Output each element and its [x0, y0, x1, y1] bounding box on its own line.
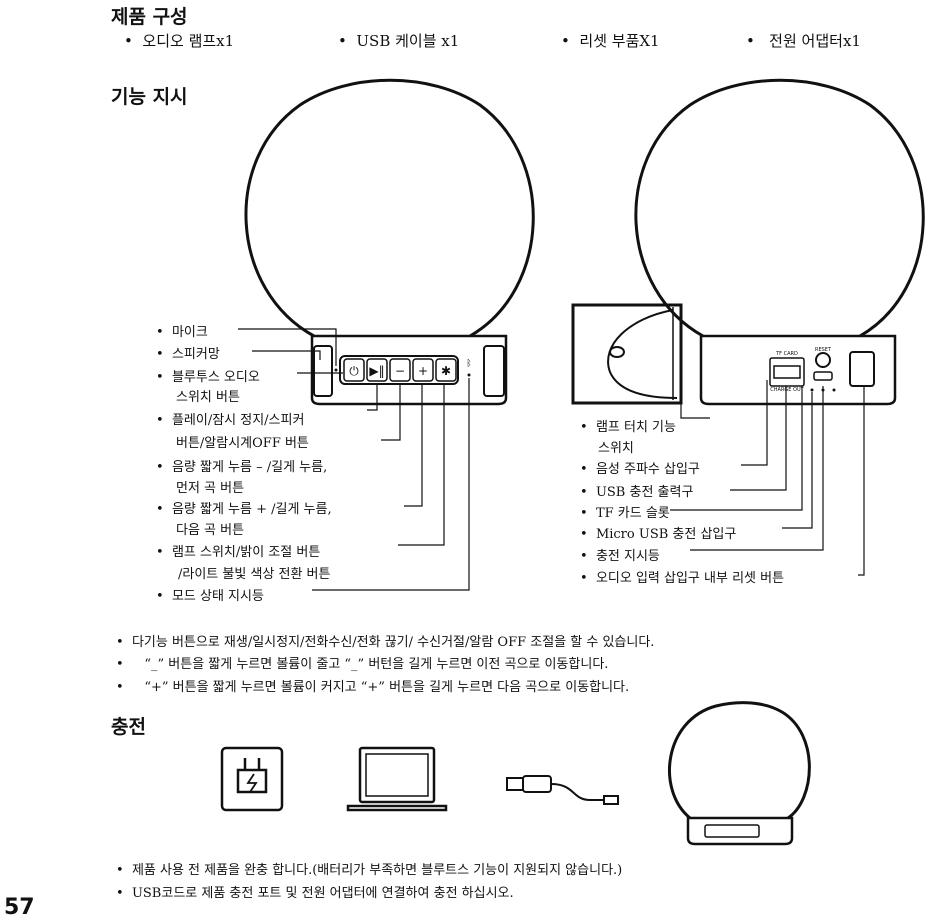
laptop-illustration: [346, 746, 448, 812]
front-button-glyphs: ⏻ ▶‖ − + ✱: [349, 364, 451, 378]
components-title: 제품 구성: [111, 6, 188, 28]
component-item: • 오디오 램프x1: [124, 32, 235, 50]
mic-dot: [334, 368, 338, 372]
right-leader-lines: [670, 372, 865, 576]
power-icon: ⏻: [349, 364, 359, 378]
label-speaker-grille: • 스피커망: [156, 347, 220, 362]
label-bluetooth-switch: • 블루투스 오디오: [156, 370, 260, 385]
label-mode-indicator: • 모드 상태 지시등: [156, 589, 264, 604]
usb-cable-illustration: [506, 775, 619, 805]
plus-icon: +: [418, 364, 428, 378]
component-item: • USB 케이블 x1: [338, 32, 460, 50]
reset-port-label: RESET: [815, 347, 832, 353]
left-leader-lines: [238, 328, 470, 591]
charging-note: • 제품 사용 전 제품을 완충 합니다.(배터리가 부족하면 블루트스 기능이…: [116, 863, 623, 878]
function-note: • 다기능 버튼으로 재생/일시정지/전화수신/전화 끊기/ 수신거절/알람 O…: [116, 635, 655, 650]
tf-card-port-label: TF CARD: [775, 351, 798, 357]
mode-indicator-dot: [467, 373, 471, 377]
label-touch-switch-2: 스위치: [598, 441, 634, 456]
label-reset-button: • 오디오 입력 삽입구 내부 리셋 버튼: [580, 571, 785, 586]
charge-out-port-label: CHARGE OUT: [770, 387, 804, 393]
label-volume-plus-2: 다음 곡 버튼: [176, 523, 245, 538]
label-volume-plus: • 음량 짧게 누름 + /길게 누름,: [156, 502, 332, 517]
label-tf-slot: • TF 카드 슬롯: [580, 506, 670, 521]
charging-note: • USB코드로 제품 충전 포트 및 전원 어댑터에 연결하여 충전 하십시오…: [116, 886, 514, 901]
label-lamp-switch-2: /라이트 불빛 색상 전환 버튼: [178, 567, 331, 582]
label-touch-switch: • 램프 터치 기능: [580, 420, 676, 435]
label-micro-usb: • Micro USB 충전 삽입구: [580, 527, 737, 542]
label-play-pause: • 플레이/잠시 정지/스피커: [156, 413, 305, 428]
component-item: • 리셋 부품X1: [561, 32, 660, 50]
minus-icon: −: [395, 364, 405, 378]
label-lamp-switch: • 램프 스위치/밝이 조절 버튼: [156, 545, 321, 560]
label-audio-jack: • 음성 주파수 삽입구: [580, 462, 700, 477]
label-play-pause-2: 버튼/알람시계OFF 버튼: [176, 436, 309, 451]
label-microphone: • 마이크: [156, 325, 208, 340]
play-pause-icon: ▶‖: [369, 364, 384, 378]
functions-title: 기능 지시: [111, 86, 188, 108]
adapter-illustration: [220, 746, 284, 812]
label-charge-indicator: • 충전 지시등: [580, 549, 660, 564]
lamp-front-illustration: [244, 78, 535, 406]
label-usb-out: • USB 충전 출력구: [580, 485, 694, 500]
label-volume-minus-2: 먼저 곡 버튼: [176, 481, 245, 496]
label-volume-minus: • 음량 짧게 누름 – /길게 누름,: [156, 460, 328, 475]
lamp-icon: ✱: [441, 364, 451, 378]
page-number: 57: [4, 895, 35, 920]
function-note: • “_” 버튼을 짧게 누르면 볼륨이 줄고 “_” 버턴을 길게 누르면 이…: [116, 657, 609, 672]
bluetooth-icon: ᛒ: [466, 358, 471, 369]
label-bluetooth-switch-2: 스위치 버튼: [176, 390, 240, 405]
lamp-back-illustration: [634, 78, 925, 406]
function-note: • “+” 버튼을 짧게 누르면 볼륨이 커지고 “+” 버튼을 길게 누르면 …: [116, 680, 630, 695]
charging-title: 충전: [111, 716, 146, 738]
lamp-charging-illustration: [668, 701, 811, 846]
component-item: • 전원 어댑터x1: [746, 32, 861, 50]
touch-switch-inset: [571, 303, 683, 405]
